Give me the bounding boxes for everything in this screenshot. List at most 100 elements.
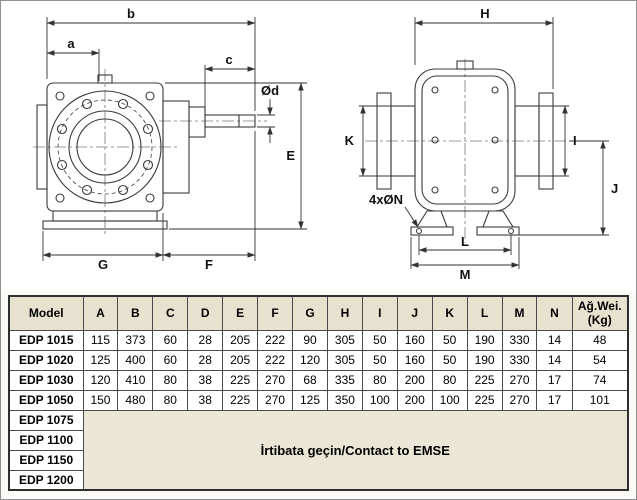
- flange-bolt-hole: [117, 184, 129, 196]
- model-cell: EDP 1030: [8, 369, 84, 391]
- corner-bolt: [145, 91, 155, 101]
- base-plate-lower: [42, 220, 168, 230]
- cover-bolt: [431, 86, 439, 94]
- flange-bolt-hole: [117, 98, 129, 110]
- cell: 14: [536, 349, 573, 371]
- column-header-N: N: [536, 295, 573, 331]
- column-header-H: H: [326, 295, 363, 331]
- column-header-model: Model: [8, 295, 84, 331]
- cell: 270: [257, 389, 294, 411]
- cell: 222: [257, 349, 294, 371]
- cell: 100: [431, 389, 468, 411]
- cell: 225: [222, 369, 259, 391]
- shaft: [204, 114, 256, 128]
- cell: 160: [396, 329, 433, 351]
- table-row-edp1200: EDP 1200: [8, 469, 628, 491]
- cell: 205: [222, 349, 259, 371]
- cell: 14: [536, 329, 573, 351]
- cell: 120: [82, 369, 119, 391]
- column-header-K: K: [431, 295, 468, 331]
- model-cell: EDP 1100: [8, 429, 84, 451]
- flange-bolt-hole: [142, 123, 154, 135]
- cell: 330: [501, 329, 538, 351]
- right-foot-hole: [507, 227, 515, 235]
- model-cell: EDP 1020: [8, 349, 84, 371]
- model-cell: EDP 1075: [8, 409, 84, 431]
- bearing-housing: [162, 100, 190, 194]
- cell: 17: [536, 389, 573, 411]
- table-row-edp1100: EDP 1100: [8, 429, 628, 451]
- cell: 190: [466, 329, 503, 351]
- cell: 270: [501, 369, 538, 391]
- cell: 68: [292, 369, 328, 391]
- cell: 90: [292, 329, 328, 351]
- column-header-M: M: [501, 295, 538, 331]
- cover-bolt: [491, 186, 499, 194]
- port-bore-circle: [68, 110, 142, 184]
- technical-drawing-area: b a c Ød E G F: [1, 1, 636, 291]
- cell: 60: [152, 349, 189, 371]
- front-view-drawing: [33, 69, 267, 237]
- table-header-row: Model A B C D E F G H I J K L M N Ağ.: [8, 295, 629, 331]
- port-inner-circle: [76, 118, 134, 176]
- model-cell: EDP 1200: [8, 469, 84, 491]
- cell: 200: [396, 369, 433, 391]
- dim-label-M: M: [460, 267, 471, 282]
- bolt-circle: [57, 99, 153, 195]
- column-header-A: A: [82, 295, 119, 331]
- cell: 305: [326, 329, 363, 351]
- column-header-I: I: [361, 295, 398, 331]
- dim-label-a: a: [67, 36, 75, 51]
- model-cell: EDP 1015: [8, 329, 84, 351]
- cell: 160: [396, 349, 433, 371]
- cell: 373: [117, 329, 154, 351]
- pump-body-side-inner: [421, 75, 509, 205]
- dim-label-c: c: [225, 52, 232, 67]
- side-tab: [36, 104, 48, 190]
- column-header-F: F: [257, 295, 294, 331]
- cell: 80: [361, 369, 398, 391]
- dim-label-L: L: [461, 234, 469, 249]
- cell: 222: [257, 329, 294, 351]
- cover-bolt: [431, 136, 439, 144]
- right-flange-plate: [538, 92, 554, 190]
- cell: 330: [501, 349, 538, 371]
- right-foot: [482, 210, 514, 228]
- cell: 38: [187, 369, 224, 391]
- weight-header-line1: Ağ.Wei.: [577, 299, 622, 313]
- column-header-B: B: [117, 295, 154, 331]
- dim-label-I: I: [573, 133, 577, 148]
- corner-bolt: [145, 193, 155, 203]
- side-view-dim-labels: H K I J L M 4xØN: [345, 6, 619, 282]
- cell: 50: [361, 329, 398, 351]
- dim-label-J: J: [611, 181, 618, 196]
- side-view-dimensions: [359, 17, 609, 269]
- dim-label-E: E: [286, 148, 295, 163]
- column-header-D: D: [187, 295, 224, 331]
- dim-label-K: K: [345, 133, 355, 148]
- corner-bolt: [55, 193, 65, 203]
- dim-label-G: G: [98, 257, 108, 272]
- cover-bolt: [491, 86, 499, 94]
- column-header-E: E: [222, 295, 259, 331]
- cell: 305: [326, 349, 363, 371]
- flange-outer-circle: [48, 90, 162, 204]
- cell: 28: [187, 349, 224, 371]
- flange-bolt-hole: [56, 123, 68, 135]
- cell: 74: [571, 369, 629, 391]
- front-view-dim-labels: b a c Ød E G F: [67, 6, 295, 272]
- weight-header-line2: (Kg): [587, 313, 612, 328]
- cell: 50: [361, 349, 398, 371]
- cell: 80: [152, 389, 189, 411]
- cell: 115: [82, 329, 119, 351]
- cell: 120: [292, 349, 328, 371]
- flange-bolt-hole: [81, 184, 93, 196]
- column-header-weight: Ağ.Wei. (Kg): [571, 295, 629, 331]
- cell: 38: [187, 389, 224, 411]
- dim-label-H: H: [480, 6, 489, 21]
- table-row-edp1050: EDP 1050 150 480 80 38 225 270 125 350 1…: [8, 389, 629, 411]
- corner-bolt: [55, 91, 65, 101]
- cover-bolt: [491, 136, 499, 144]
- dim-label-od: Ød: [261, 83, 279, 98]
